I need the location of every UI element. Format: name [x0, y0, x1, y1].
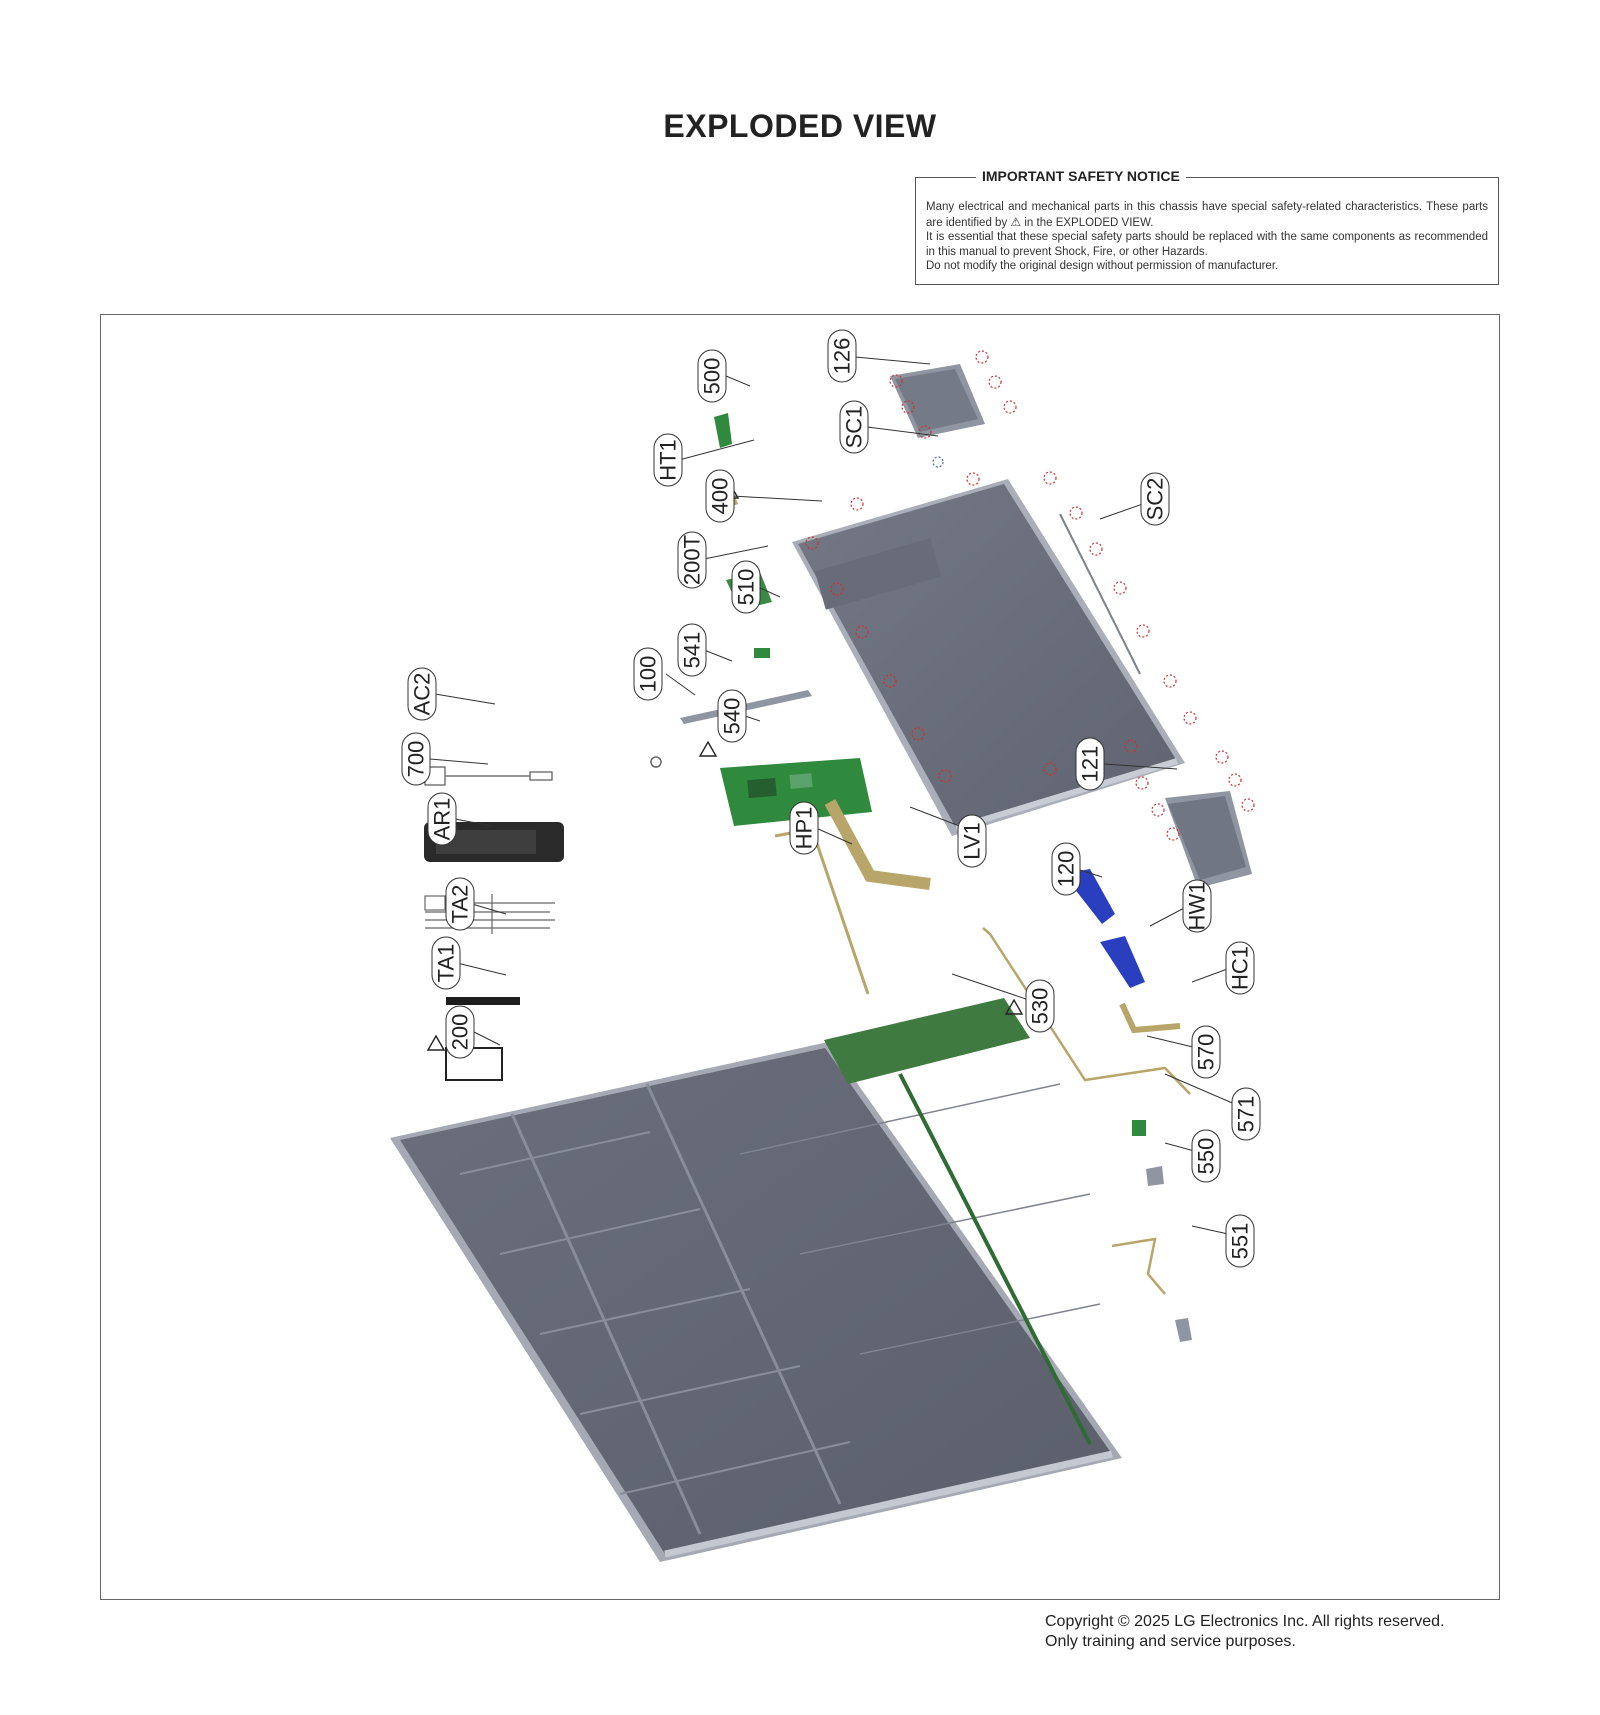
svg-text:200T: 200T [680, 535, 705, 585]
cable-LV1 [824, 799, 931, 890]
svg-text:700: 700 [404, 741, 429, 778]
callout-200: 200 [445, 1005, 475, 1059]
safety-notice-body: Many electrical and mechanical parts in … [926, 200, 1488, 274]
page-title: EXPLODED VIEW [663, 108, 937, 144]
callout-121: 121 [1075, 737, 1105, 791]
svg-text:SC1: SC1 [842, 406, 867, 449]
svg-text:100: 100 [636, 656, 661, 693]
svg-text:540: 540 [720, 698, 745, 735]
board-500 [714, 413, 732, 448]
part-550 [1111, 1237, 1166, 1295]
display-panel-200 [390, 1042, 1122, 1562]
top-bracket-126 [890, 364, 985, 438]
callout-TA2: TA2 [445, 877, 475, 931]
svg-text:400: 400 [708, 478, 733, 515]
callout-510: 510 [731, 560, 761, 614]
cable-HC1 [982, 927, 1191, 1095]
svg-text:121: 121 [1078, 746, 1103, 783]
svg-text:126: 126 [830, 338, 855, 375]
part-570 [1132, 1120, 1146, 1136]
callout-400: 400 [705, 469, 735, 523]
copyright-line1: Copyright © 2025 LG Electronics Inc. All… [1045, 1613, 1445, 1630]
svg-text:HP1: HP1 [792, 807, 817, 850]
safety-notice-title: IMPORTANT SAFETY NOTICE [976, 168, 1186, 184]
svg-text:AR1: AR1 [430, 798, 455, 841]
stand-bracket-121 [1165, 791, 1252, 888]
callout-550: 550 [1191, 1129, 1221, 1183]
svg-text:HC1: HC1 [1228, 946, 1253, 990]
svg-text:TA2: TA2 [448, 885, 473, 924]
callout-HC1: HC1 [1225, 941, 1255, 995]
callout-120: 120 [1051, 842, 1081, 896]
exploded-view-diagram: 126 500 SC1 HT1 400 SC2 200T 510 541 100… [390, 329, 1261, 1562]
leader-lines [429, 356, 1238, 1235]
svg-text:541: 541 [680, 632, 705, 669]
callout-AR1: AR1 [427, 792, 457, 846]
svg-text:TA1: TA1 [434, 944, 459, 983]
safety-notice-line1: Many electrical and mechanical parts in … [926, 200, 1488, 230]
svg-text:HT1: HT1 [656, 439, 681, 481]
callout-100: 100 [633, 647, 663, 701]
svg-text:500: 500 [700, 358, 725, 395]
svg-text:120: 120 [1054, 851, 1079, 888]
copyright-footer: Copyright © 2025 LG Electronics Inc. All… [1045, 1612, 1445, 1652]
power-cord-AR1 [424, 894, 555, 934]
safety-notice-line1-end: in the EXPLODED VIEW. [1024, 216, 1154, 229]
screw-sc1 [932, 456, 944, 468]
callout-TA1: TA1 [431, 936, 461, 990]
board-530 [824, 998, 1030, 1084]
part-100 [650, 756, 662, 768]
callout-AC2: AC2 [407, 667, 437, 721]
cable-AC2 [424, 766, 553, 786]
callout-SC1: SC1 [839, 400, 869, 454]
label-TA1 [445, 1047, 503, 1081]
copyright-line2: Only training and service purposes. [1045, 1633, 1296, 1650]
callout-LV1: LV1 [957, 814, 987, 868]
part-571 [1146, 1166, 1164, 1186]
svg-text:571: 571 [1234, 1096, 1259, 1133]
svg-text:SC2: SC2 [1143, 478, 1168, 521]
warning-triangle-icon: ⚠ [1010, 214, 1022, 229]
diagram-frame [100, 314, 1500, 1600]
svg-text:551: 551 [1228, 1223, 1253, 1260]
callout-SC2: SC2 [1140, 472, 1170, 526]
callout-571: 571 [1231, 1087, 1261, 1141]
callout-700: 700 [401, 732, 431, 786]
callout-570: 570 [1191, 1025, 1221, 1079]
svg-text:510: 510 [734, 569, 759, 606]
callout-HT1: HT1 [653, 433, 683, 487]
safety-notice-line2: It is essential that these special safet… [926, 231, 1488, 258]
callout-540: 540 [717, 689, 747, 743]
callout-551: 551 [1225, 1214, 1255, 1268]
callout-200T: 200T [677, 531, 707, 589]
callout-HP1: HP1 [789, 801, 819, 855]
callout-HW1: HW1 [1182, 879, 1212, 933]
callout-126: 126 [827, 329, 857, 383]
safety-notice-line1-text: Many electrical and mechanical parts in … [926, 201, 1488, 229]
part-551 [1175, 1318, 1192, 1342]
svg-text:200: 200 [448, 1014, 473, 1051]
screws [805, 350, 1255, 841]
svg-text:530: 530 [1028, 988, 1053, 1025]
callout-500: 500 [697, 349, 727, 403]
safety-notice-box: IMPORTANT SAFETY NOTICE Many electrical … [915, 168, 1499, 285]
svg-text:550: 550 [1194, 1138, 1219, 1175]
svg-text:LV1: LV1 [960, 822, 985, 860]
safety-notice-line3: Do not modify the original design withou… [926, 260, 1279, 272]
callout-541: 541 [677, 623, 707, 677]
svg-text:570: 570 [1194, 1034, 1219, 1071]
svg-text:HW1: HW1 [1185, 882, 1210, 931]
cable-HW1 [1119, 1002, 1181, 1034]
tape-TA2 [446, 997, 520, 1005]
callout-530: 530 [1025, 979, 1055, 1033]
board-510 [754, 648, 770, 658]
svg-text:AC2: AC2 [410, 673, 435, 716]
